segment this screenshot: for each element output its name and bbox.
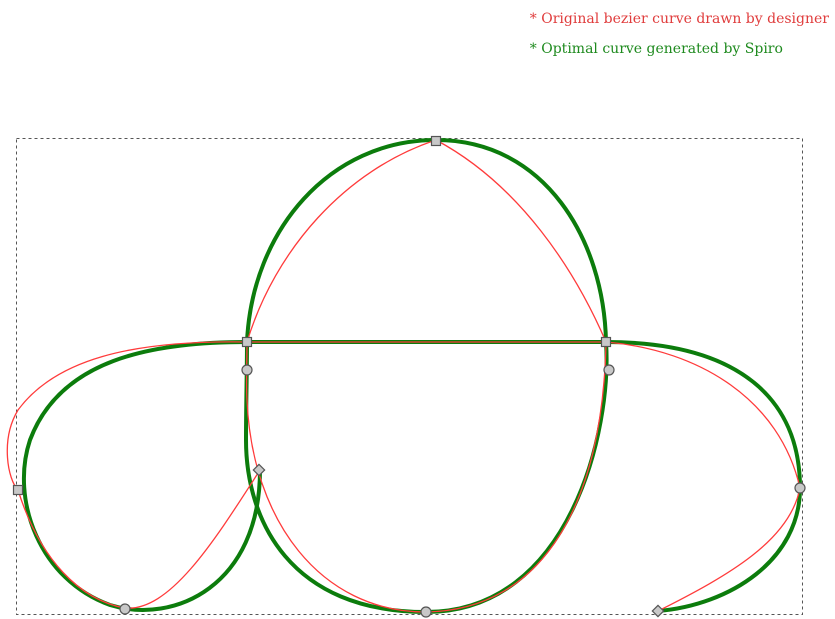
legend: * Original bezier curve drawn by designe… (530, 4, 829, 64)
control-nodes[interactable] (12, 135, 806, 618)
square-node[interactable] (430, 135, 442, 147)
original-curve (6, 139, 801, 613)
diamond-node[interactable] (651, 604, 665, 618)
legend-spiro-curve: * Optimal curve generated by Spiro (529, 41, 783, 57)
square-node[interactable] (600, 336, 612, 348)
circle-node[interactable] (420, 606, 432, 618)
legend-original-curve: * Original bezier curve drawn by designe… (529, 11, 829, 27)
spiro-curve (21, 138, 802, 614)
bounding-box (16, 138, 803, 615)
diamond-node[interactable] (252, 463, 266, 477)
circle-node[interactable] (603, 364, 615, 376)
circle-node[interactable] (241, 364, 253, 376)
square-node[interactable] (241, 336, 253, 348)
circle-node[interactable] (794, 482, 806, 494)
circle-node[interactable] (119, 603, 131, 615)
square-node[interactable] (12, 484, 24, 496)
